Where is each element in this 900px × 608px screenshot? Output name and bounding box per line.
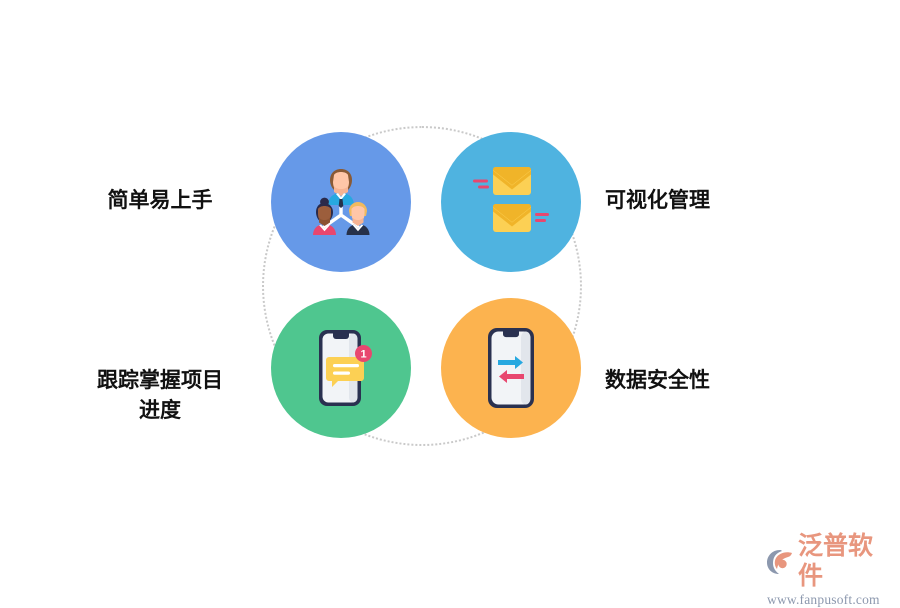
feature-circle-progress-tracking[interactable]: 1: [271, 298, 411, 438]
envelopes-icon: [467, 161, 555, 243]
fanpusoft-logo-icon: [766, 548, 795, 575]
feature-circle-easy-to-use[interactable]: [271, 132, 411, 272]
feature-circle-data-security[interactable]: [441, 298, 581, 438]
team-group-icon: [298, 159, 384, 245]
feature-label-progress-tracking: 跟踪掌握项目 进度: [97, 369, 223, 422]
watermark-brand-row: 泛普软件: [766, 531, 892, 591]
phone-data-transfer-icon: [480, 324, 542, 412]
notification-badge-count: 1: [360, 349, 366, 361]
phone-chat-notification-icon: 1: [299, 324, 383, 412]
feature-label-data-security: 数据安全性: [605, 369, 710, 392]
feature-circle-visual-management[interactable]: [441, 132, 581, 272]
feature-label-easy-to-use: 简单易上手: [107, 189, 213, 212]
dotted-connector-ring: [262, 126, 582, 446]
watermark-brand-name: 泛普软件: [798, 532, 874, 590]
feature-label-visual-management: 可视化管理: [605, 189, 710, 212]
watermark-url: www.fanpusoft.com: [767, 592, 880, 607]
watermark: 泛普软件 www.fanpusoft.com: [766, 531, 892, 607]
